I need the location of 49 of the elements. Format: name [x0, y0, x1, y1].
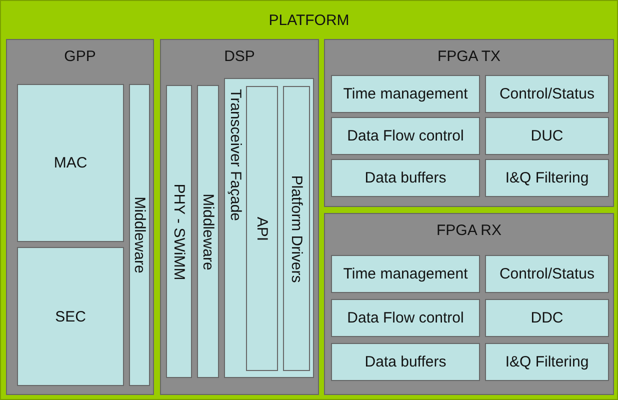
component-box [17, 247, 124, 386]
module-panel [324, 213, 614, 395]
component-label: API [254, 216, 270, 241]
component-label: Data Flow control [347, 310, 464, 326]
component-label: Time management [343, 86, 468, 102]
panel-title: GPP [64, 48, 96, 65]
component-box [331, 255, 480, 293]
component-label: Control/Status [499, 86, 595, 102]
module-panel [160, 39, 319, 395]
component-label: Control/Status [499, 266, 595, 282]
component-box [485, 159, 609, 197]
panel-title: FPGA RX [436, 222, 502, 239]
panel-title: DSP [224, 48, 255, 65]
component-label: I&Q Filtering [505, 354, 589, 370]
component-box [246, 86, 278, 371]
component-label: Transceiver Façade [227, 89, 244, 221]
component-box [283, 86, 310, 371]
component-label: PHY - SWiMM [170, 183, 188, 280]
component-box [331, 117, 480, 155]
module-panel [324, 39, 614, 207]
component-box [331, 343, 480, 381]
component-box [485, 75, 609, 113]
component-box [17, 84, 124, 242]
component-box [485, 117, 609, 155]
component-box [129, 84, 150, 386]
component-label: Time management [343, 266, 468, 282]
component-label: Middleware [131, 196, 148, 274]
component-box [224, 78, 314, 378]
component-box [485, 299, 609, 337]
component-box [331, 159, 480, 197]
panel-title: PLATFORM [268, 12, 350, 29]
component-label: SEC [55, 308, 86, 325]
component-box [485, 343, 609, 381]
component-label: MAC [54, 154, 88, 172]
component-box [166, 85, 192, 378]
component-label: Data buffers [364, 354, 446, 370]
component-label: DDC [530, 310, 564, 326]
component-label: Data Flow control [347, 128, 464, 144]
component-box [331, 299, 480, 337]
component-label: DUC [530, 128, 564, 144]
component-label: Middleware [200, 193, 216, 270]
panel-title: FPGA TX [437, 48, 501, 65]
component-label: Data buffers [364, 170, 446, 186]
component-box [485, 255, 609, 293]
component-label: I&Q Filtering [505, 170, 589, 186]
component-box [331, 75, 480, 113]
component-label: Platform Drivers [288, 174, 305, 282]
component-box [197, 85, 219, 378]
module-panel [6, 39, 154, 395]
